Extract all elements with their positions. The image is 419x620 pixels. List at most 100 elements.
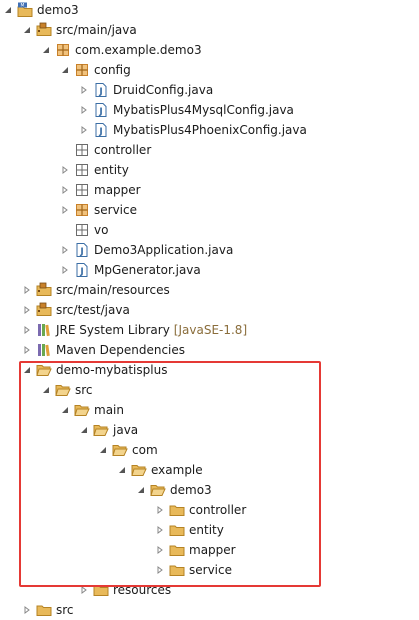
tree-item-src-main-java[interactable]: src/main/java (21, 20, 137, 40)
tree-item-label: MybatisPlus4MysqlConfig.java (113, 103, 294, 117)
package-empty-icon (74, 182, 90, 198)
tree-item-label: demo3 (37, 3, 79, 17)
java-file-icon: J (93, 82, 109, 98)
tree-item-config[interactable]: config (59, 60, 131, 80)
tree-item-resources-folder[interactable]: resources (78, 580, 171, 600)
collapsed-arrow-icon[interactable] (21, 280, 33, 300)
java-file-icon: J (93, 122, 109, 138)
collapsed-arrow-icon[interactable] (59, 240, 71, 260)
tree-item-main-folder[interactable]: main (59, 400, 124, 420)
tree-item-label: src (56, 603, 74, 617)
expanded-arrow-icon[interactable] (59, 400, 71, 420)
tree-item-label: main (94, 403, 124, 417)
library-icon (36, 342, 52, 358)
tree-item-example-folder[interactable]: example (116, 460, 203, 480)
tree-item-label: Demo3Application.java (94, 243, 234, 257)
tree-item-src-test-java[interactable]: src/test/java (21, 300, 130, 320)
tree-item-label: config (94, 63, 131, 77)
folder-open-icon (93, 422, 109, 438)
expanded-arrow-icon[interactable] (59, 60, 71, 80)
collapsed-arrow-icon[interactable] (59, 180, 71, 200)
expanded-arrow-icon[interactable] (78, 420, 90, 440)
collapsed-arrow-icon[interactable] (78, 100, 90, 120)
tree-item-mybatisplus-mysql-config[interactable]: J MybatisPlus4MysqlConfig.java (78, 100, 294, 120)
tree-item-label: src/main/java (56, 23, 137, 37)
tree-item-service-folder[interactable]: service (154, 560, 232, 580)
tree-item-label: example (151, 463, 203, 477)
collapsed-arrow-icon[interactable] (21, 340, 33, 360)
tree-item-src-main-resources[interactable]: src/main/resources (21, 280, 170, 300)
collapsed-arrow-icon[interactable] (154, 500, 166, 520)
tree-item-demo3-application[interactable]: J Demo3Application.java (59, 240, 233, 260)
expanded-arrow-icon[interactable] (21, 20, 33, 40)
collapsed-arrow-icon[interactable] (21, 320, 33, 340)
tree-item-entity-pkg[interactable]: entity (59, 160, 129, 180)
package-empty-icon (74, 222, 90, 238)
collapsed-arrow-icon[interactable] (59, 260, 71, 280)
tree-item-controller-folder[interactable]: controller (154, 500, 246, 520)
expanded-arrow-icon[interactable] (21, 360, 33, 380)
tree-item-label: vo (94, 223, 109, 237)
package-icon (55, 42, 71, 58)
tree-item-label: src (75, 383, 93, 397)
collapsed-arrow-icon[interactable] (78, 580, 90, 600)
tree-item-jre-system-library[interactable]: JRE System Library[JavaSE-1.8] (21, 320, 247, 340)
collapsed-arrow-icon[interactable] (78, 120, 90, 140)
expanded-arrow-icon[interactable] (97, 440, 109, 460)
expanded-arrow-icon[interactable] (135, 480, 147, 500)
svg-text:J: J (98, 107, 102, 117)
tree-item-label: java (113, 423, 139, 437)
tree-item-mapper-pkg[interactable]: mapper (59, 180, 141, 200)
tree-item-maven-dependencies[interactable]: Maven Dependencies (21, 340, 185, 360)
collapsed-arrow-icon[interactable] (154, 540, 166, 560)
source-folder-icon (36, 22, 52, 38)
tree-item-controller-pkg[interactable]: controller (59, 140, 151, 160)
tree-item-mapper-folder[interactable]: mapper (154, 540, 236, 560)
tree-item-demo3-folder[interactable]: demo3 (135, 480, 212, 500)
tree-item-entity-folder[interactable]: entity (154, 520, 224, 540)
tree-item-demo-mybatisplus[interactable]: demo-mybatisplus (21, 360, 167, 380)
tree-item-java-folder[interactable]: java (78, 420, 138, 440)
tree-item-vo-pkg[interactable]: vo (59, 220, 108, 240)
expanded-arrow-icon[interactable] (116, 460, 128, 480)
tree-item-src-folder-2[interactable]: src (21, 600, 74, 620)
no-arrow-spacer (59, 220, 71, 240)
expanded-arrow-icon[interactable] (40, 380, 52, 400)
tree-item-com-folder[interactable]: com (97, 440, 158, 460)
collapsed-arrow-icon[interactable] (59, 160, 71, 180)
java-file-icon: J (93, 102, 109, 118)
package-empty-icon (74, 162, 90, 178)
tree-item-label: JRE System Library (56, 323, 170, 337)
folder-icon (93, 582, 109, 598)
tree-item-service-pkg[interactable]: service (59, 200, 137, 220)
tree-item-label: controller (189, 503, 247, 517)
library-icon (36, 322, 52, 338)
folder-open-icon (36, 362, 52, 378)
expanded-arrow-icon[interactable] (2, 0, 14, 20)
collapsed-arrow-icon[interactable] (21, 300, 33, 320)
source-folder-icon (36, 302, 52, 318)
tree-item-label: com (132, 443, 158, 457)
package-icon (74, 202, 90, 218)
tree-item-com-example-demo3[interactable]: com.example.demo3 (40, 40, 202, 60)
package-icon (74, 62, 90, 78)
collapsed-arrow-icon[interactable] (154, 560, 166, 580)
folder-icon (169, 522, 185, 538)
collapsed-arrow-icon[interactable] (21, 600, 33, 620)
folder-open-icon (55, 382, 71, 398)
svg-text:J: J (98, 127, 102, 137)
collapsed-arrow-icon[interactable] (78, 80, 90, 100)
folder-open-icon (150, 482, 166, 498)
expanded-arrow-icon[interactable] (40, 40, 52, 60)
java-file-icon: J (74, 242, 90, 258)
tree-item-decoration: [JavaSE-1.8] (173, 323, 248, 337)
tree-item-label: src/test/java (56, 303, 130, 317)
source-folder-icon (36, 282, 52, 298)
collapsed-arrow-icon[interactable] (59, 200, 71, 220)
tree-item-src-folder[interactable]: src (40, 380, 93, 400)
collapsed-arrow-icon[interactable] (154, 520, 166, 540)
